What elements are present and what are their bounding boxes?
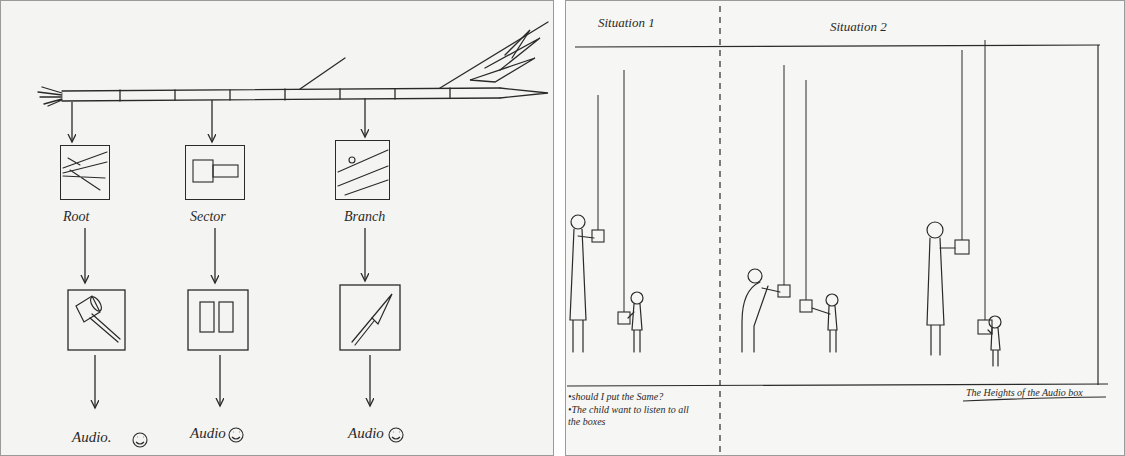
tool-sketch: [88, 295, 103, 313]
audio-box: [955, 240, 969, 254]
flow-arrows: [211, 100, 212, 142]
sketch-note: •should I put the Same?: [568, 391, 728, 403]
stick-figure: [812, 306, 837, 352]
stick-figure: [927, 238, 955, 355]
part-sketch: [213, 165, 238, 177]
stick-figure: [570, 229, 594, 352]
tool-box: [68, 290, 125, 350]
stick-figure: [631, 292, 643, 304]
paper: [1, 1, 554, 456]
smiley-face: [136, 437, 144, 444]
hanging-string: [784, 65, 785, 285]
part-label: Root: [63, 209, 89, 225]
hanging-string: [806, 80, 807, 300]
flow-arrows: [369, 355, 370, 406]
part-sketch: [349, 157, 355, 163]
stage-frame: [1097, 45, 1098, 385]
tool-sketch: [76, 294, 392, 345]
part-label: Sector: [190, 209, 226, 225]
part-label: Branch: [344, 209, 385, 225]
sketch-note: •The child want to listen to all the box…: [568, 404, 696, 428]
part-sketch: [193, 160, 213, 182]
branch-sketch: [38, 87, 62, 106]
audio-label: Audio.: [72, 428, 112, 446]
situation-heading: Situation 1: [598, 15, 655, 31]
hanging-string: [598, 40, 985, 320]
smiley-face: [389, 428, 403, 442]
smiley-face: [133, 433, 147, 447]
smiley-face: [232, 432, 240, 439]
branch-sketch: [300, 58, 345, 89]
stick-figure: [571, 215, 585, 229]
branch-sketch: [38, 22, 548, 106]
stick-figure: [989, 316, 1001, 328]
part-sketch: [63, 152, 107, 190]
audio-box: [592, 230, 992, 334]
flow-arrows: [214, 228, 215, 283]
flow-arrows: [72, 98, 370, 408]
stick-figure: [742, 282, 780, 352]
hanging-string: [598, 95, 599, 230]
flow-arrows: [364, 98, 365, 137]
tool-sketch: [200, 302, 214, 332]
branch-sketch: [62, 98, 500, 101]
audio-box: [592, 230, 604, 242]
branch-sketch: [500, 88, 548, 98]
branch-sketch: [485, 38, 540, 70]
branch-sketch: [62, 88, 500, 91]
stage-frame: [567, 384, 1108, 386]
branch-sketch: [120, 88, 450, 101]
flow-arrows: [71, 102, 72, 142]
audio-label: Audio: [190, 424, 226, 442]
tool-box: [340, 285, 400, 350]
paper: [566, 1, 1125, 456]
part-sketch: [338, 150, 388, 195]
stage-frame: [719, 6, 720, 456]
flow-arrows: [219, 355, 220, 406]
stage-frame: [567, 6, 1108, 456]
situation-heading: Situation 2: [830, 19, 887, 35]
hanging-string: [624, 70, 625, 312]
branch-sketch: [440, 22, 548, 88]
tool-sketch: [219, 302, 233, 332]
flow-arrows: [364, 228, 365, 281]
smiley-face: [392, 432, 400, 439]
smiley-face: [229, 428, 243, 442]
stick-figure: [927, 222, 943, 238]
tool-sketch: [352, 318, 374, 345]
tool-box: [68, 285, 400, 350]
stick-figure: [570, 215, 1001, 366]
part-box: Sector: [185, 145, 245, 200]
tool-sketch: [372, 294, 392, 324]
branch-sketch: [505, 30, 530, 58]
part-box: Root: [60, 145, 110, 200]
part-box: Branch: [335, 140, 390, 200]
tool-box: [188, 290, 248, 350]
stick-figure: [826, 294, 838, 306]
flow-arrows: [84, 228, 85, 283]
sketch-note: The Heights of the Audio box: [966, 387, 1083, 399]
stick-figure: [628, 304, 642, 352]
flow-arrows: [94, 355, 95, 408]
audio-box: [800, 300, 812, 312]
audio-label: Audio: [348, 424, 384, 442]
branch-sketch: [470, 58, 535, 82]
stage-frame: [575, 45, 1100, 47]
stick-figure: [748, 269, 762, 283]
tool-sketch: [90, 314, 120, 342]
part-sketch: [63, 150, 388, 195]
hanging-string: [985, 40, 986, 320]
audio-box: [778, 285, 790, 297]
hanging-string: [962, 50, 963, 240]
stick-figure: [988, 328, 1000, 366]
